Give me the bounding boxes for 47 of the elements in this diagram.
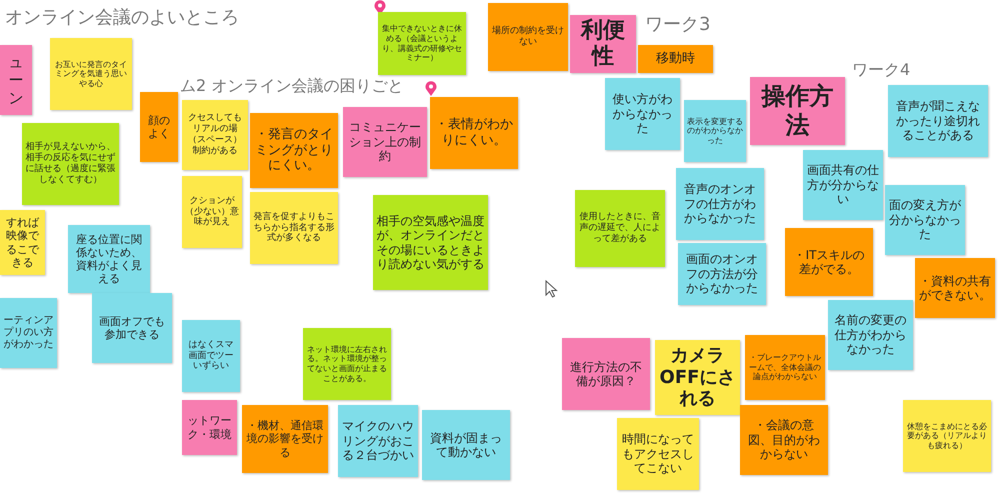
sticky-note: お互いに発言のタイミングを気遣う思いやる心	[50, 38, 132, 110]
sticky-note: 休憩をこまめにとる必要がある（リアルよりも疲れる）	[903, 400, 991, 472]
sticky-note: 集中できないときに休める（会議というより、講義式の研修やセミナー）	[378, 12, 466, 75]
sticky-note: クセスしてもリアルの場（スペース）制約がある	[182, 100, 248, 170]
sticky-note: はなくスマ画面でツーいずらい	[182, 320, 240, 392]
sticky-note: 表示を変更するのがわからなかった	[684, 100, 746, 162]
sticky-note: すれば映像でるこできる	[0, 210, 45, 275]
heading: ワーク3	[645, 13, 710, 36]
sticky-note: 音声が聞こえなかったり途切れることがある	[888, 85, 988, 157]
sticky-note: ューン	[0, 45, 32, 115]
sticky-note: 利便性	[570, 15, 636, 73]
sticky-note: 使用したときに、音声の遅延で、人によって差がある	[575, 190, 665, 267]
sticky-note: ットワーク・環境	[182, 400, 237, 455]
sticky-note: 名前の変更の仕方がわからなかった	[828, 300, 913, 370]
sticky-note: クションが（少ない）意味が見え	[182, 176, 242, 248]
sticky-note: マイクのハウリングがおこる２台づかい	[338, 405, 418, 477]
sticky-note: ・ブレークアウトルームで、全体会議の論点がわからない	[745, 335, 825, 400]
sticky-note: コミュニケーション上の制約	[343, 107, 427, 177]
sticky-note: ・表情がわかりにくい。	[430, 97, 518, 169]
sticky-note: 発言を促すよりもこちらから指名する形式が多くなる	[250, 192, 338, 264]
sticky-note: ネット環境に左右される。ネット環境が整ってないと画面が止まることがある。	[303, 328, 391, 400]
sticky-note: 画面オフでも参加できる	[92, 293, 172, 363]
sticky-note: 使い方がわからなかった	[605, 78, 680, 150]
sticky-note: ーティンアプリのい方がわかった	[0, 298, 57, 368]
sticky-note: ・会議の意図、目的がわからない	[740, 405, 828, 475]
sticky-note: 時間になってもアクセスしてこない	[617, 418, 699, 490]
sticky-note: 画面共有の仕方が分からない	[803, 150, 883, 220]
sticky-note: 座る位置に関係ないため、資料がよく見える	[68, 225, 150, 293]
sticky-note: 移動時	[638, 45, 713, 73]
sticky-note: カメラOFFにされる	[655, 340, 740, 415]
sticky-note: ・資料の共有ができない。	[915, 258, 995, 318]
sticky-note: 進行方法の不備が原因？	[562, 338, 650, 410]
sticky-note: ・機材、通信環境の影響を受ける	[242, 405, 328, 473]
heading: ワーク4	[852, 60, 910, 81]
sticky-note: 顔のよく	[140, 92, 178, 162]
heading: オンライン会議のよいところ	[5, 6, 239, 29]
sticky-note: 資料が固まって動かない	[422, 410, 510, 480]
sticky-note: 画面のオンオフの方法が分からなかった	[678, 243, 766, 305]
sticky-note: ・ITスキルの差がでる。	[785, 228, 873, 296]
sticky-note: 操作方法	[750, 77, 845, 145]
heading: ム2 オンライン会議の困りごと	[180, 76, 404, 97]
sticky-note: 相手の空気感や温度が、オンラインだとその場にいるときより読めない気がする	[373, 195, 488, 290]
sticky-note: 場所の制約を受けない	[488, 3, 568, 71]
sticky-note: 面の変え方が分からなかった	[885, 185, 965, 255]
sticky-note: 音声のオンオフの仕方がわからなかった	[676, 168, 764, 240]
sticky-note: 相手が見えないから、相手の反応を気にせずに話せる（過度に緊張しなくてすむ）	[22, 123, 119, 205]
sticky-note: ・発言のタイミングがとりにくい。	[250, 113, 338, 188]
